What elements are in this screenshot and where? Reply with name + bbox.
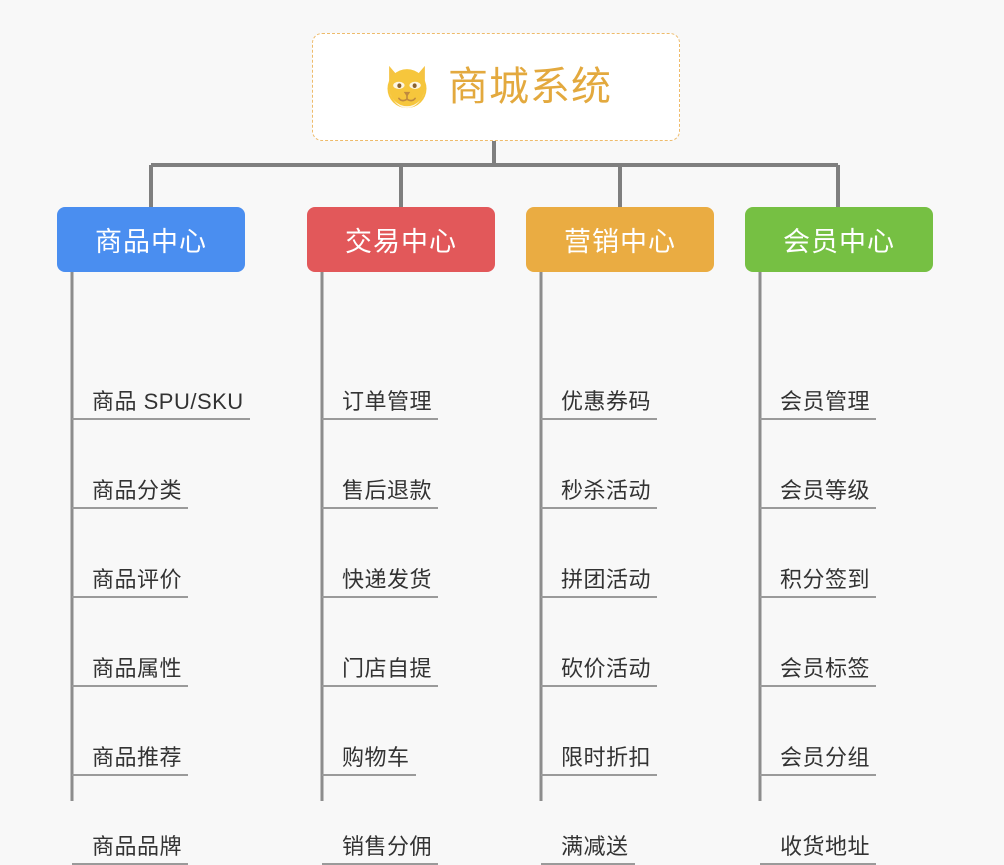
root-title: 商城系统 bbox=[448, 65, 612, 109]
list-item[interactable]: 收货地址 bbox=[760, 819, 877, 865]
column-header-label: 会员中心 bbox=[783, 227, 895, 257]
leaf-label: 商品品牌 bbox=[92, 833, 183, 859]
list-item[interactable]: 限时折扣 bbox=[541, 730, 658, 776]
list-item[interactable]: 商品推荐 bbox=[72, 730, 189, 776]
column-member: 会员中心 会员管理 会员等级 积分签到 会员标签 会员分组 收货地址 bbox=[745, 207, 933, 865]
leaf-label: 会员分组 bbox=[780, 744, 871, 770]
column-header-label: 营销中心 bbox=[564, 227, 676, 257]
leaf-label: 商品评价 bbox=[92, 566, 183, 592]
list-item[interactable]: 商品属性 bbox=[72, 641, 189, 687]
leaf-label: 会员标签 bbox=[780, 655, 871, 681]
leaf-label: 会员等级 bbox=[780, 477, 871, 503]
leaf-label: 积分签到 bbox=[780, 566, 871, 592]
leaf-label: 销售分佣 bbox=[342, 833, 433, 859]
leaf-label: 限时折扣 bbox=[561, 744, 652, 770]
column-header-marketing[interactable]: 营销中心 bbox=[526, 207, 714, 272]
leaf-label: 商品属性 bbox=[92, 655, 183, 681]
list-item[interactable]: 售后退款 bbox=[322, 463, 439, 509]
list-item[interactable]: 砍价活动 bbox=[541, 641, 658, 687]
leaf-label: 商品分类 bbox=[92, 477, 183, 503]
leaf-label: 会员管理 bbox=[780, 388, 871, 414]
mall-system-mindmap: 商城系统 商品中心 商品 SPU/SKU 商品分类 bbox=[57, 33, 933, 865]
list-item[interactable]: 订单管理 bbox=[322, 374, 439, 420]
column-header-label: 商品中心 bbox=[95, 227, 207, 257]
leaf-label: 门店自提 bbox=[342, 655, 433, 681]
list-item[interactable]: 积分签到 bbox=[760, 552, 877, 598]
list-item[interactable]: 门店自提 bbox=[322, 641, 439, 687]
shiba-dog-face-icon bbox=[387, 65, 427, 110]
leaf-label: 商品推荐 bbox=[92, 744, 183, 770]
list-item[interactable]: 优惠券码 bbox=[541, 374, 658, 420]
list-item[interactable]: 会员分组 bbox=[760, 730, 877, 776]
list-item[interactable]: 会员管理 bbox=[760, 374, 877, 420]
list-item[interactable]: 商品 SPU/SKU bbox=[72, 374, 250, 420]
column-header-label: 交易中心 bbox=[345, 227, 457, 257]
column-header-trade[interactable]: 交易中心 bbox=[307, 207, 495, 272]
leaf-label: 秒杀活动 bbox=[561, 477, 652, 503]
list-item[interactable]: 快递发货 bbox=[322, 552, 439, 598]
list-item[interactable]: 商品评价 bbox=[72, 552, 189, 598]
leaf-label: 购物车 bbox=[342, 744, 410, 770]
column-marketing: 营销中心 优惠券码 秒杀活动 拼团活动 砍价活动 限时折扣 满减送 bbox=[526, 207, 714, 865]
list-item[interactable]: 购物车 bbox=[322, 730, 416, 776]
leaf-label: 收货地址 bbox=[780, 833, 871, 859]
leaf-label: 优惠券码 bbox=[561, 388, 652, 414]
list-item[interactable]: 秒杀活动 bbox=[541, 463, 658, 509]
list-item[interactable]: 销售分佣 bbox=[322, 819, 439, 865]
leaf-label: 订单管理 bbox=[342, 388, 433, 414]
column-header-member[interactable]: 会员中心 bbox=[745, 207, 933, 272]
list-item[interactable]: 商品品牌 bbox=[72, 819, 189, 865]
list-item[interactable]: 拼团活动 bbox=[541, 552, 658, 598]
list-item[interactable]: 满减送 bbox=[541, 819, 635, 865]
column-header-product[interactable]: 商品中心 bbox=[57, 207, 245, 272]
leaf-label: 商品 SPU/SKU bbox=[92, 388, 244, 414]
column-product: 商品中心 商品 SPU/SKU 商品分类 商品评价 商品属性 商品推荐 商品品牌 bbox=[57, 207, 250, 865]
root-node-mall-system[interactable]: 商城系统 bbox=[312, 33, 680, 141]
list-item[interactable]: 商品分类 bbox=[72, 463, 189, 509]
leaf-label: 砍价活动 bbox=[561, 655, 652, 681]
leaf-label: 满减送 bbox=[561, 833, 629, 859]
list-item[interactable]: 会员标签 bbox=[760, 641, 877, 687]
list-item[interactable]: 会员等级 bbox=[760, 463, 877, 509]
leaf-label: 拼团活动 bbox=[561, 566, 652, 592]
leaf-label: 售后退款 bbox=[342, 477, 433, 503]
leaf-label: 快递发货 bbox=[342, 566, 433, 592]
column-trade: 交易中心 订单管理 售后退款 快递发货 门店自提 购物车 销售分佣 bbox=[307, 207, 495, 865]
